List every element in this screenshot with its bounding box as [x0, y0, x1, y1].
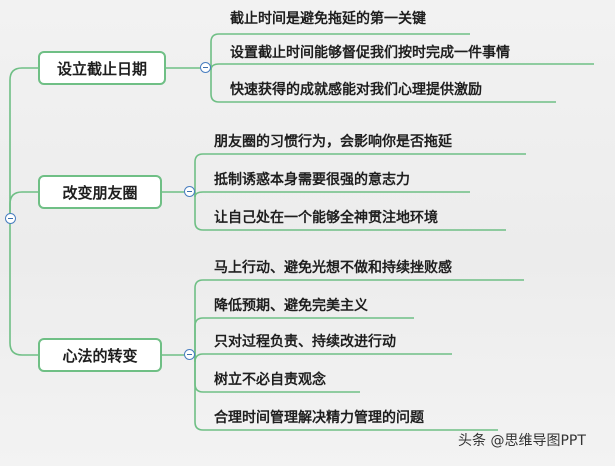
- leaf-item[interactable]: 快速获得的成就感能对我们心理提供激励: [230, 82, 482, 98]
- leaf-item[interactable]: 抵制诱惑本身需要很强的意志力: [214, 172, 410, 188]
- leaf-item[interactable]: 树立不必自责观念: [214, 372, 326, 388]
- root-collapse-toggle[interactable]: [5, 213, 16, 224]
- leaf-item[interactable]: 朋友圈的习惯行为，会影响你是否拖延: [214, 134, 452, 150]
- branch-topic-friends-circle[interactable]: 改变朋友圈: [38, 175, 162, 209]
- leaf-item[interactable]: 合理时间管理解决精力管理的问题: [214, 410, 424, 426]
- branch-friends-circle-collapse-toggle[interactable]: [184, 186, 195, 197]
- leaf-item[interactable]: 马上行动、避免光想不做和持续挫败感: [214, 260, 452, 276]
- branch-mindset-collapse-toggle[interactable]: [184, 349, 195, 360]
- leaf-item[interactable]: 降低预期、避免完美主义: [214, 298, 368, 314]
- leaf-item[interactable]: 只对过程负责、持续改进行动: [214, 334, 396, 350]
- branch-topic-mindset[interactable]: 心法的转变: [38, 338, 162, 372]
- branch-deadline-collapse-toggle[interactable]: [200, 62, 211, 73]
- branch-topic-deadline[interactable]: 设立截止日期: [38, 51, 166, 85]
- watermark-label: 头条 @思维导图PPT: [458, 433, 586, 449]
- leaf-item[interactable]: 让自己处在一个能够全神贯注地环境: [214, 210, 438, 226]
- leaf-item[interactable]: 截止时间是避免拖延的第一关键: [230, 11, 426, 27]
- leaf-item[interactable]: 设置截止时间能够督促我们按时完成一件事情: [230, 45, 510, 61]
